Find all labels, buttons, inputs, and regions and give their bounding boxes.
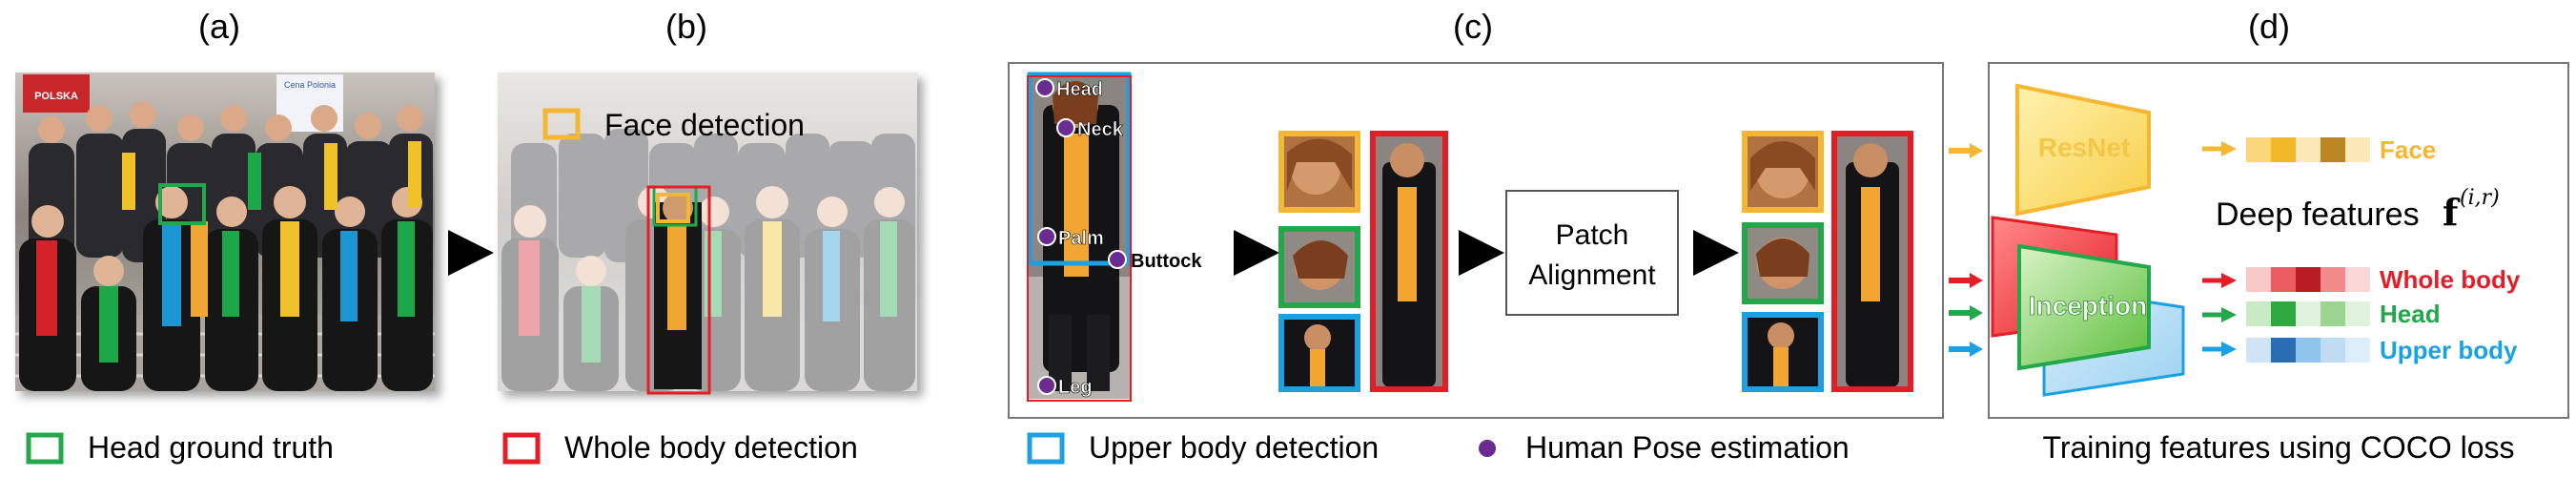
feature-bar-upper-body [2246,338,2370,363]
patch-whole-body-aligned [1831,131,1913,392]
arrow-in-upper-body-head [1970,342,1983,357]
panel-label-c: (c) [1453,7,1493,46]
feature-face-label: Face [2380,135,2436,164]
face-detection-box [656,193,690,223]
patch-upper-body-1 [1278,314,1360,392]
legend-upper-body-swatch [1027,432,1065,465]
deep-features-superscript: (i,r) [2460,186,2500,210]
deep-features-symbol: f [2443,191,2461,234]
patch-alignment-line1: Patch [1556,219,1629,251]
inception-label: Inception [2029,291,2147,321]
feature-bar-whole-body [2246,267,2370,292]
arrow-out-head-head [2221,307,2237,322]
banner-left-text: POLSKA [34,91,78,102]
feature-bar-face [2246,137,2370,162]
photo-b [498,73,917,391]
patch-face-1 [1278,131,1360,213]
pose-keypoints [1035,78,1127,395]
arrow-in-whole-body-head [1970,273,1983,288]
photo-a: POLSKA Cena Polonia [15,73,435,391]
patch-alignment-line2: Alignment [1528,259,1656,291]
keypoint-head-label: Head [1056,79,1103,100]
patch-face-aligned [1742,131,1824,213]
arrow-in-head-head [1970,305,1983,321]
caption-d: Training features using COCO loss [2042,430,2514,465]
whole-body-detection-box [646,185,711,395]
resnet-label: ResNet [2038,133,2130,162]
feature-whole-body-label: Whole body [2380,265,2521,294]
panel-label-d: (d) [2248,7,2290,46]
legend-upper-body-label: Upper body detection [1089,430,1379,465]
legend-head-ground-truth-label: Head ground truth [88,430,334,465]
legend-pose-label: Human Pose estimation [1525,430,1850,465]
arrow-out-upper-body-head [2221,342,2237,357]
feature-bar-head [2246,301,2370,326]
legend-whole-body-label: Whole body detection [564,430,858,465]
legend-pose-dot [1479,440,1496,457]
legend-head-ground-truth-swatch [26,432,64,465]
patch-whole-body-1 [1370,131,1448,392]
arrow-out-whole-body-head [2221,273,2237,288]
patch-head-1 [1278,226,1360,308]
keypoint-leg-label: Leg [1058,377,1093,398]
patch-head-aligned [1742,222,1824,304]
patch-alignment-box [1505,190,1679,316]
legend-whole-body-swatch [502,432,541,465]
banner-left [23,74,90,113]
keypoint-neck-label: Neck [1077,119,1124,140]
keypoint-palm-label: Palm [1058,228,1104,249]
arrow-out-face-head [2221,141,2237,156]
keypoint-buttock-label: Buttock [1131,251,1202,272]
head-ground-truth-box [158,183,206,225]
feature-upper-body-label: Upper body [2380,336,2518,364]
deep-features-label: Deep features [2216,197,2420,233]
upper-body-box-source [1027,72,1132,266]
resnet-block [2015,83,2151,217]
whole-body-box-source [1027,75,1132,402]
inception-block [2017,243,2151,371]
panel-label-a: (a) [198,7,240,46]
panel-label-b: (b) [665,7,707,46]
feature-head-label: Head [2380,300,2441,328]
arrow-in-face-head [1970,143,1983,158]
patch-upper-body-aligned [1742,312,1824,392]
legend-face-detection-swatch [542,108,581,140]
banner-right-text: Cena Polonia [284,80,336,90]
legend-face-detection-label: Face detection [604,108,805,142]
